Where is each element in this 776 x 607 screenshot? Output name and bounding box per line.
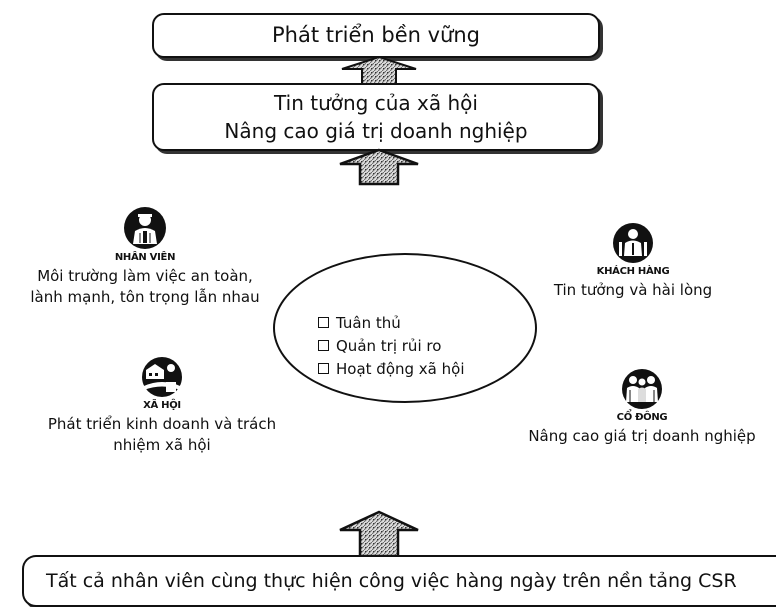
customers-desc: Tin tưởng và hài lòng [553, 281, 713, 299]
up-arrow-mid [339, 148, 419, 186]
core-item-compliance: Tuân thủ [318, 312, 464, 335]
shareholders-title: CỔ ĐÔNG [616, 412, 668, 423]
shareholders-desc: Nâng cao giá trị doanh nghiệp [528, 427, 756, 445]
employees-title: NHÂN VIÊN [114, 252, 176, 263]
shareholders-icon [622, 369, 662, 409]
checkbox-icon [318, 340, 329, 351]
csr-core-ellipse [273, 253, 537, 403]
sustainable-development-text: Phát triển bền vững [272, 23, 480, 47]
checkbox-icon [318, 317, 329, 328]
society-desc: Phát triển kinh doanh và trách nhiệm xã … [47, 415, 277, 454]
social-trust-text: Tin tưởng của xã hội [274, 91, 478, 115]
csr-foundation-box: Tất cả nhân viên cùng thực hiện công việ… [22, 555, 776, 607]
csr-foundation-text: Tất cả nhân viên cùng thực hiện công việ… [46, 570, 737, 592]
stakeholder-shareholders: CỔ ĐÔNG Nâng cao giá trị doanh nghiệp [510, 368, 774, 447]
up-arrow-bottom [339, 510, 419, 558]
customers-title: KHÁCH HÀNG [596, 266, 670, 277]
enterprise-value-text: Nâng cao giá trị doanh nghiệp [224, 119, 528, 143]
core-item-risk-management: Quản trị rủi ro [318, 335, 464, 358]
social-trust-box: Tin tưởng của xã hội Nâng cao giá trị do… [152, 83, 600, 151]
checkbox-icon [318, 363, 329, 374]
stakeholder-customers: KHÁCH HÀNG Tin tưởng và hài lòng [512, 222, 754, 301]
stakeholder-society: XÃ HỘI Phát triển kinh doanh và trách nh… [32, 356, 292, 456]
customer-icon [613, 223, 653, 263]
employees-desc: Môi trường làm việc an toàn, lành mạnh, … [30, 267, 260, 306]
sustainable-development-box: Phát triển bền vững [152, 13, 600, 58]
society-icon [142, 357, 182, 397]
csr-core-list: Tuân thủ Quản trị rủi ro Hoạt động xã hộ… [318, 312, 464, 381]
core-item-social-activities: Hoạt động xã hội [318, 358, 464, 381]
stakeholder-employees: NHÂN VIÊN Môi trường làm việc an toàn, l… [12, 206, 278, 308]
society-title: XÃ HỘI [143, 400, 181, 411]
employee-icon [124, 207, 166, 249]
